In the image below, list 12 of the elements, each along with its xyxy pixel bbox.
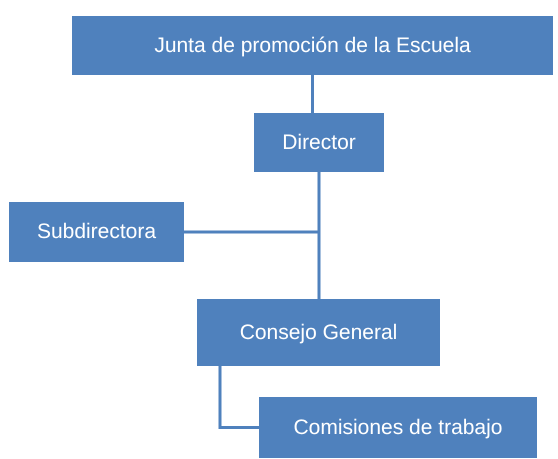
box-label: Subdirectora <box>36 220 156 244</box>
box-label: Junta de promoción de la Escuela <box>154 34 471 58</box>
org-box <box>259 397 537 458</box>
connector-line <box>218 366 259 429</box>
org-box <box>72 16 553 75</box>
connector-line <box>311 75 314 113</box>
box-label: Comisiones de trabajo <box>294 416 502 440</box>
org-box <box>254 113 384 172</box>
box-label: Consejo General <box>240 320 398 344</box>
org-box <box>9 202 184 262</box>
box-label: Director <box>282 130 356 154</box>
org-box <box>197 299 440 366</box>
